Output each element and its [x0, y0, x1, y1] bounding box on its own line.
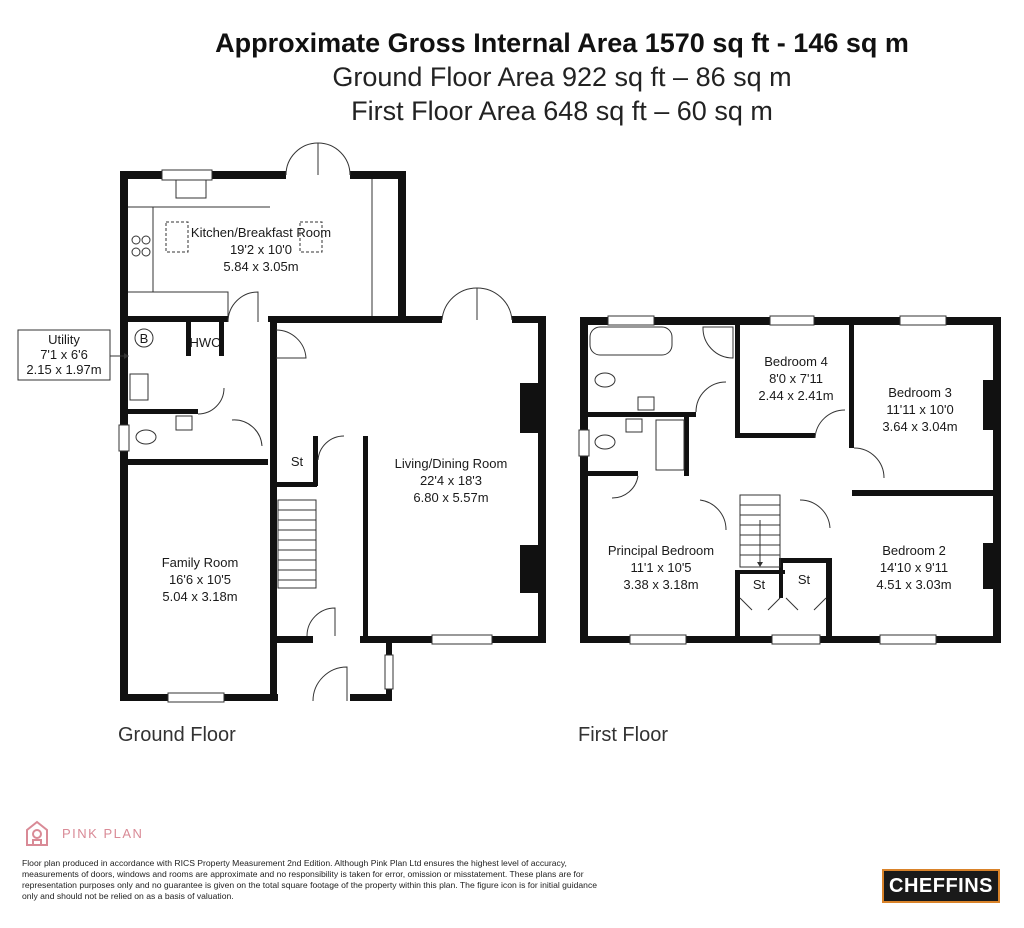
- bedroom3-imperial: 11'11 x 10'0: [886, 402, 953, 417]
- first-floor-labels: Bedroom 4 8'0 x 7'11 2.44 x 2.41m Bedroo…: [578, 354, 958, 746]
- boiler-label: B: [140, 331, 149, 346]
- living-name: Living/Dining Room: [395, 456, 508, 471]
- hwc-label: HWC: [189, 335, 220, 350]
- floor-plan-drawing: Kitchen/Breakfast Room 19'2 x 10'0 5.84 …: [17, 142, 1001, 746]
- living-imperial: 22'4 x 18'3: [420, 473, 482, 488]
- utility-name: Utility: [48, 332, 80, 347]
- bedroom2-name: Bedroom 2: [882, 543, 946, 558]
- bedroom4-metric: 2.44 x 2.41m: [758, 388, 833, 403]
- principal-imperial: 11'1 x 10'5: [630, 560, 691, 575]
- bedroom3-name: Bedroom 3: [888, 385, 952, 400]
- kitchen-metric: 5.84 x 3.05m: [223, 259, 298, 274]
- ground-floor-walls: [120, 171, 546, 701]
- ground-floor-fixtures: [17, 142, 538, 703]
- living-metric: 6.80 x 5.57m: [413, 490, 488, 505]
- cheffins-logo: CHEFFINS: [882, 869, 1000, 903]
- bedroom4-name: Bedroom 4: [764, 354, 828, 369]
- first-floor-fixtures: [578, 315, 993, 645]
- bedroom4-imperial: 8'0 x 7'11: [769, 371, 823, 386]
- utility-imperial: 7'1 x 6'6: [40, 347, 88, 362]
- family-metric: 5.04 x 3.18m: [162, 589, 237, 604]
- ground-floor-label: Ground Floor: [118, 724, 236, 746]
- total-area-heading: Approximate Gross Internal Area 1570 sq …: [215, 28, 909, 58]
- principal-name: Principal Bedroom: [608, 543, 714, 558]
- first-floor-area-heading: First Floor Area 648 sq ft – 60 sq m: [351, 96, 773, 126]
- pink-plan-logo-icon: [26, 820, 48, 846]
- ground-store-label: St: [291, 454, 304, 469]
- ground-floor-labels: Kitchen/Breakfast Room 19'2 x 10'0 5.84 …: [26, 225, 507, 746]
- bedroom2-metric: 4.51 x 3.03m: [876, 577, 951, 592]
- bedroom3-metric: 3.64 x 3.04m: [882, 419, 957, 434]
- family-name: Family Room: [162, 555, 239, 570]
- utility-metric: 2.15 x 1.97m: [26, 362, 101, 377]
- ground-floor-area-heading: Ground Floor Area 922 sq ft – 86 sq m: [332, 62, 792, 92]
- disclaimer-text: Floor plan produced in accordance with R…: [22, 858, 598, 901]
- pink-plan-brand: PINK PLAN: [62, 826, 144, 841]
- kitchen-imperial: 19'2 x 10'0: [230, 242, 292, 257]
- first-store2-label: St: [798, 572, 811, 587]
- first-store1-label: St: [753, 577, 766, 592]
- family-imperial: 16'6 x 10'5: [169, 572, 231, 587]
- principal-metric: 3.38 x 3.18m: [623, 577, 698, 592]
- kitchen-name: Kitchen/Breakfast Room: [191, 225, 331, 240]
- bedroom2-imperial: 14'10 x 9'11: [880, 560, 948, 575]
- first-floor-label: First Floor: [578, 724, 668, 746]
